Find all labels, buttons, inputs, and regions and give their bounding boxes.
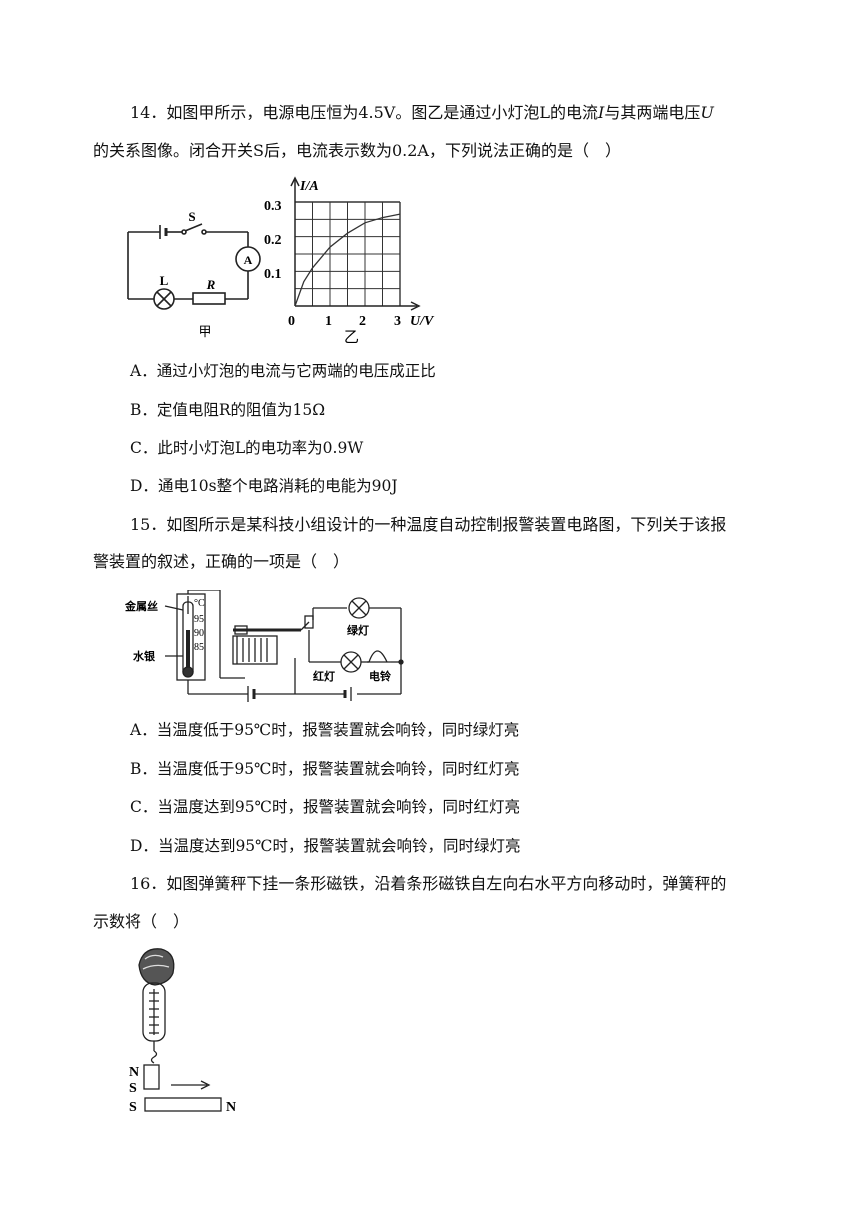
metal-wire-label: 金属丝 [125, 599, 158, 613]
q15-stem-line2: 警装置的叙述，正确的一项是（ ） [93, 552, 350, 571]
tick-95: 95 [194, 614, 204, 625]
ammeter-label: A [244, 253, 253, 267]
x-tick-1: 1 [325, 314, 332, 329]
small-magnet-top-pole: N [129, 1065, 139, 1080]
x-axis-label: U/V [410, 314, 435, 329]
bar-magnet-right-pole: N [226, 1100, 236, 1115]
q16-stem-line1: 16．如图弹簧秤下挂一条形磁铁，沿着条形磁铁自左向右水平方向移动时，弹簧秤的 [130, 874, 727, 893]
resistor-label: R [206, 277, 216, 292]
y-tick-0.1: 0.1 [264, 267, 282, 282]
q15-stem-line1: 15．如图所示是某科技小组设计的一种温度自动控制报警装置电路图，下列关于该报 [130, 515, 727, 534]
green-lamp-label: 绿灯 [347, 623, 369, 637]
q14-option-d[interactable]: D．通电10s整个电路消耗的电能为90J [130, 477, 398, 495]
q14-stem-line1: 14．如图甲所示，电源电压恒为4.5V。图乙是通过小灯泡L的电流I与其两端电压U [130, 103, 714, 122]
q14-option-a[interactable]: A．通过小灯泡的电流与它两端的电压成正比 [130, 362, 436, 380]
q15-option-c[interactable]: C．当温度达到95℃时，报警装置就会响铃，同时红灯亮 [130, 798, 520, 816]
graph-caption: 乙 [344, 330, 359, 346]
q15-alarm-circuit: 金属丝 水银 °C 95 90 85 绿灯 红灯 电铃 [125, 590, 404, 702]
small-magnet-bottom-pole: S [129, 1081, 137, 1096]
x-tick-2: 2 [359, 314, 366, 329]
q14-option-c[interactable]: C．此时小灯泡L的电功率为0.9W [130, 439, 364, 457]
q15-option-d[interactable]: D．当温度达到95℃时，报警装置就会响铃，同时绿灯亮 [130, 837, 521, 855]
switch-label: S [188, 209, 195, 224]
q14-option-b[interactable]: B．定值电阻R的阻值为15Ω [130, 401, 326, 419]
lamp-label: L [160, 273, 169, 288]
q14-circuit-diagram: S A L R 甲 [127, 209, 261, 339]
mercury-label: 水银 [133, 649, 156, 663]
iu-curve [294, 213, 401, 307]
circuit-caption: 甲 [198, 324, 211, 339]
bar-magnet-left-pole: S [129, 1100, 137, 1115]
q15-option-a[interactable]: A．当温度低于95℃时，报警装置就会响铃，同时绿灯亮 [130, 721, 520, 739]
q14-stem-line2: 的关系图像。闭合开关S后，电流表示数为0.2A，下列说法正确的是（ ） [93, 141, 621, 160]
bell-label: 电铃 [369, 669, 391, 683]
y-axis-label: I/A [299, 179, 319, 194]
q16-stem-line2: 示数将（ ） [93, 912, 190, 931]
x-tick-3: 3 [394, 314, 401, 329]
tick-85: 85 [194, 642, 204, 653]
q14-iu-graph: I/A 0.3 0.2 0.1 0 1 2 3 U/V 乙 [264, 176, 435, 346]
y-tick-0.2: 0.2 [264, 233, 282, 248]
q15-option-b[interactable]: B．当温度低于95℃时，报警装置就会响铃，同时红灯亮 [130, 760, 520, 778]
y-tick-0.3: 0.3 [264, 199, 282, 214]
tick-90: 90 [194, 628, 204, 639]
red-lamp-label: 红灯 [313, 669, 335, 683]
x-tick-0: 0 [288, 314, 295, 329]
q16-spring-scale-figure: N S S N [129, 948, 236, 1115]
graph-grid [295, 201, 401, 306]
thermometer-unit: °C [194, 598, 205, 609]
